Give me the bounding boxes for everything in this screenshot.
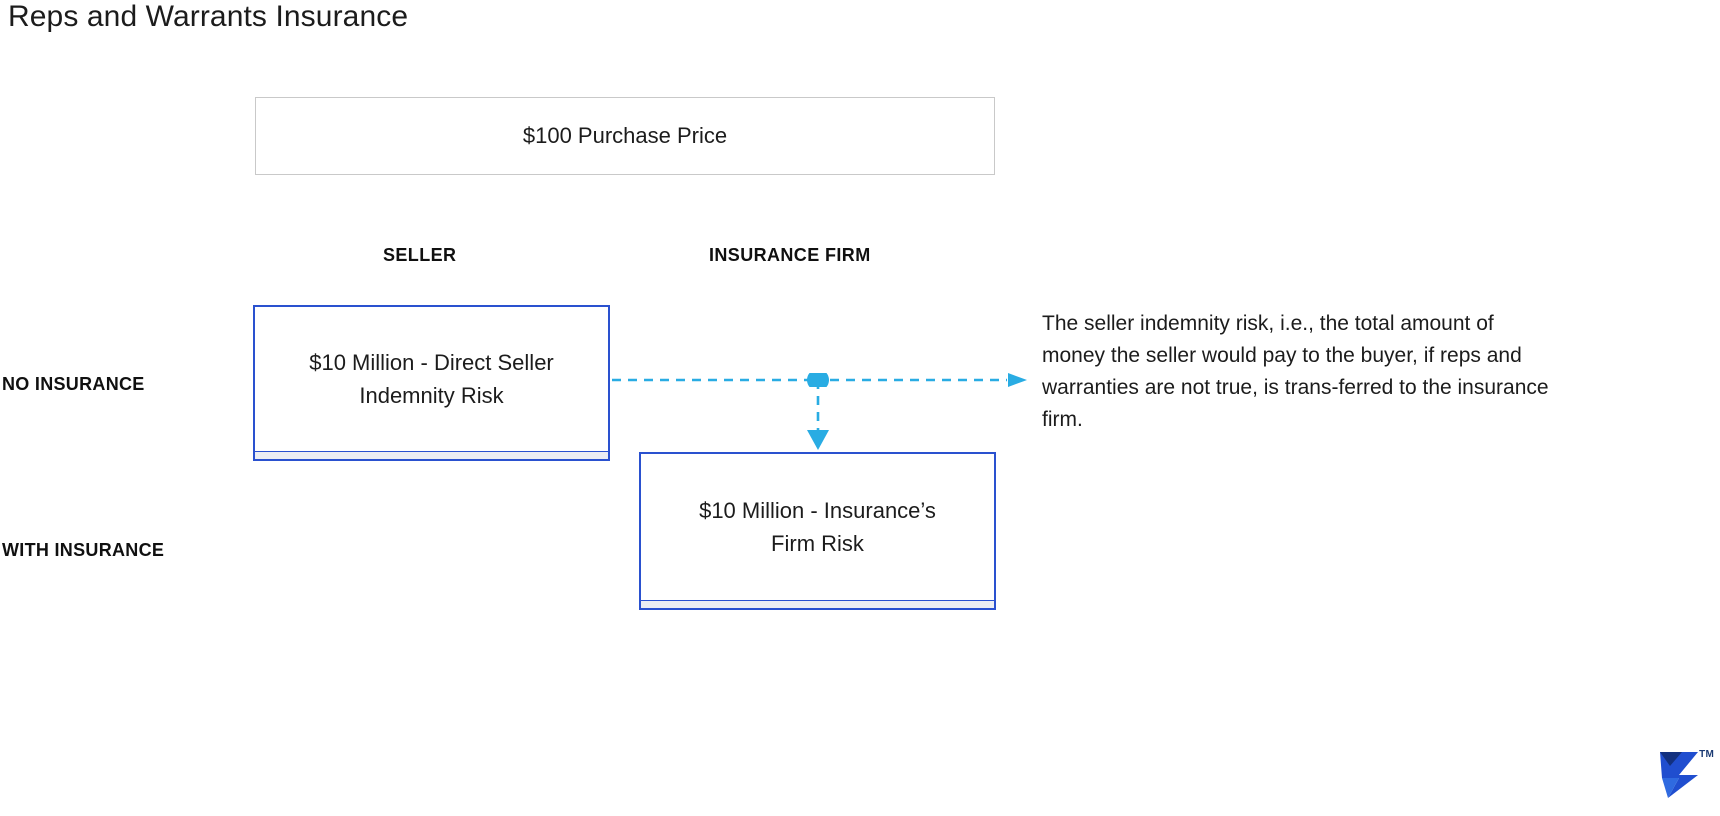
- row-label-no-insurance: NO INSURANCE: [2, 374, 145, 394]
- page-title: Reps and Warrants Insurance: [8, 0, 409, 33]
- seller-risk-box: $10 Million - Direct Seller Indemnity Ri…: [253, 305, 610, 453]
- insurance-firm-risk-box-shadow-band: [639, 601, 996, 610]
- risk-transfer-arrow-down-icon: [807, 380, 829, 450]
- toptal-logo-icon: [1660, 752, 1698, 798]
- insurance-firm-risk-box: $10 Million - Insurance’s Firm Risk: [639, 452, 996, 602]
- seller-risk-box-shadow-band: [253, 452, 610, 461]
- column-header-seller: SELLER: [383, 245, 457, 265]
- purchase-price-box: $100 Purchase Price: [255, 97, 995, 175]
- seller-risk-label: $10 Million - Direct Seller Indemnity Ri…: [309, 350, 554, 408]
- risk-transfer-arrow-right-icon: [612, 373, 1027, 387]
- trademark-label: TM: [1699, 749, 1714, 760]
- purchase-price-label: $100 Purchase Price: [522, 123, 728, 149]
- risk-transfer-description: The seller indemnity risk, i.e., the tot…: [1042, 312, 1549, 431]
- row-label-with-insurance: WITH INSURANCE: [2, 540, 165, 560]
- column-header-insurance-firm: INSURANCE FIRM: [709, 245, 871, 265]
- insurance-firm-risk-label: $10 Million - Insurance’s Firm Risk: [699, 498, 936, 556]
